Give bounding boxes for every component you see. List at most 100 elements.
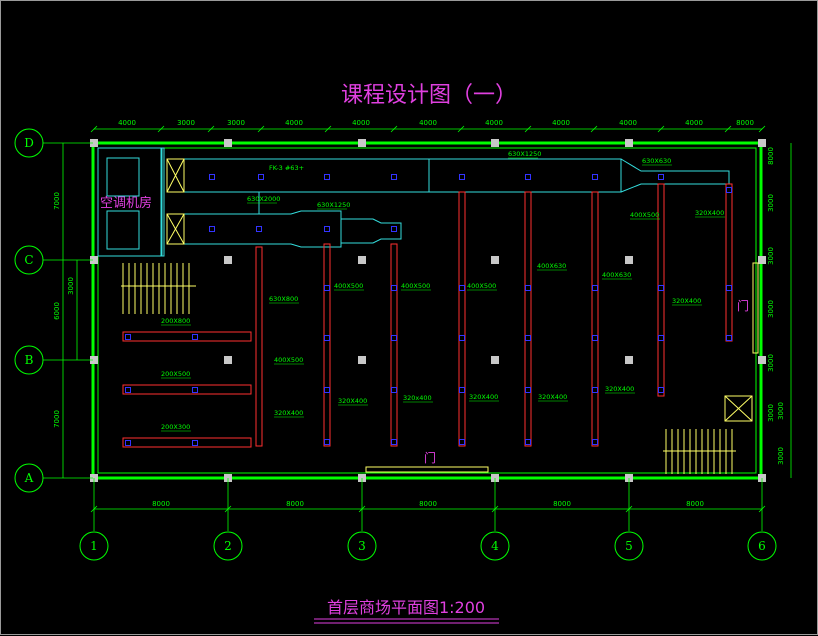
supply-riser [390,243,398,447]
duct-size-label: 400X500 [630,211,659,219]
duct-size-label: 630X630 [642,157,671,165]
dim-value-top: 4000 [419,119,437,127]
axis-bubble-col [747,531,777,561]
ahu-room-label: 空调机房 [100,195,152,211]
dim-value-top: 8000 [736,119,754,127]
dim-value-right: 3000 [767,354,775,372]
axis-bubble-row [14,245,44,275]
axis-label-row: B [25,353,34,367]
supply-riser [725,183,733,342]
axis-bubble-col [79,531,109,561]
dim-value-right: 8000 [767,147,775,165]
structural-column [758,256,766,264]
duct-size-label: 630X1250 [508,150,541,158]
duct-size-label: 320X400 [338,397,367,405]
axis-label-col: 5 [625,539,633,553]
door-label-bottom: 门 [424,450,436,465]
diffuser [525,439,531,445]
dim-tick [724,125,732,133]
diffuser [324,174,330,180]
dim-tick [758,125,766,133]
subtitle-underline [314,618,499,624]
axis-bubble-col [480,531,510,561]
dim-value-left: 3000 [67,277,75,295]
diffuser [391,285,397,291]
dim-value-bottom: 8000 [419,500,437,508]
duct-size-label: 400X500 [274,356,303,364]
duct-size-label: 320X400 [672,297,701,305]
door-label-right: 门 [737,298,749,313]
diffuser [592,335,598,341]
structural-column [358,256,366,264]
dim-value-bottom: 8000 [152,500,170,508]
diffuser [592,285,598,291]
duct-size-label: 200X500 [161,370,190,378]
diffuser [324,285,330,291]
duct-size-label: 630X2000 [247,195,280,203]
diffuser [525,285,531,291]
dim-tick [590,125,598,133]
axis-bubble-col [614,531,644,561]
dim-value-right: 3000 [767,300,775,318]
axis-label-col: 2 [224,539,232,553]
drawing-title: 课程设计图（一） [341,83,517,108]
axis-bubble-row [14,345,44,375]
duct-size-label: 400X630 [602,271,631,279]
dim-value-left: 6000 [53,302,61,320]
structural-column [358,139,366,147]
duct-size-label: 320X400 [469,393,498,401]
diffuser [658,335,664,341]
dim-value-top: 4000 [352,119,370,127]
dim-value-right: 3000 [777,402,785,420]
dim-value-top: 3000 [227,119,245,127]
diffuser [658,387,664,393]
axis-label-col: 1 [90,539,98,553]
elevator [724,395,753,422]
diffuser [726,335,732,341]
structural-column [491,256,499,264]
duct-size-label: 320X400 [605,385,634,393]
axis-label-row: D [24,136,34,150]
dim-tick [257,125,265,133]
duct-size-label: 400X500 [401,282,430,290]
structural-column [625,356,633,364]
diffuser [525,174,531,180]
duct-size-label: 320X400 [538,393,567,401]
ahu-room [97,147,165,257]
axis-label-col: 6 [758,539,766,553]
dim-value-left: 7000 [53,192,61,210]
diffuser [592,439,598,445]
structural-column [224,256,232,264]
dim-tick [90,125,98,133]
structural-column [90,139,98,147]
dim-value-top: 4000 [118,119,136,127]
diffuser [459,387,465,393]
diffuser [391,174,397,180]
structural-column [358,356,366,364]
diffuser [192,440,198,446]
dim-tick [324,125,332,133]
structural-column [758,139,766,147]
stairs [121,263,736,474]
diffuser [192,387,198,393]
diffuser [209,174,215,180]
structural-column [224,356,232,364]
structural-column [90,356,98,364]
duct-size-label: 400X500 [334,282,363,290]
supply-riser [524,191,532,447]
supply-riser [591,191,599,447]
dim-value-bottom: 8000 [553,500,571,508]
dim-tick [157,125,165,133]
diffuser [459,285,465,291]
duct-size-label: 630X800 [269,295,298,303]
axis-label-row: C [24,253,33,267]
structural-column [625,139,633,147]
diffuser [592,387,598,393]
dim-value-bottom: 8000 [686,500,704,508]
diffuser [459,335,465,341]
diffuser [125,387,131,393]
